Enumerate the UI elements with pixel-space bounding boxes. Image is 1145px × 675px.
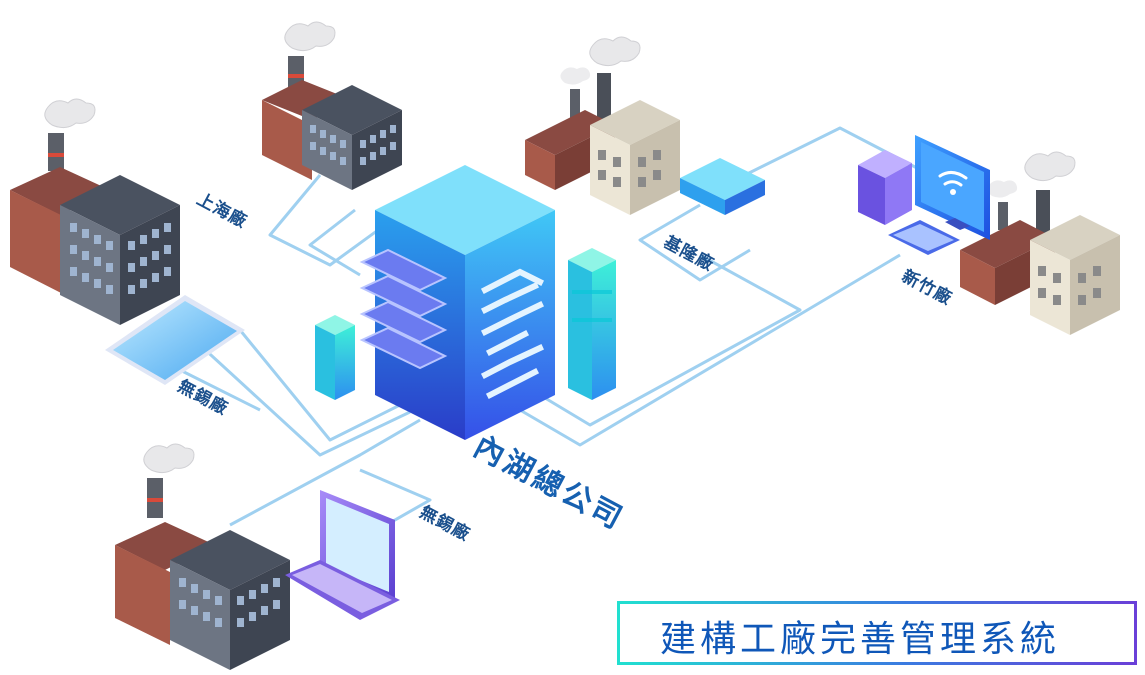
factory-wuxi-left-icon xyxy=(10,98,180,325)
laptop-icon xyxy=(285,490,400,620)
router-icon xyxy=(680,158,765,215)
page-title: 建構工廠完善管理系統 xyxy=(660,619,1061,660)
factory-keelung-icon xyxy=(525,36,680,215)
link-tablet xyxy=(179,368,261,412)
link-wuxi-bottom xyxy=(229,418,421,527)
link-shanghai xyxy=(268,174,386,267)
tablet-icon xyxy=(105,295,245,385)
link-hsinchu xyxy=(519,253,901,447)
link-keelung xyxy=(638,203,751,282)
factory-hsinchu-icon xyxy=(960,151,1120,335)
link-wuxi-left xyxy=(238,329,401,442)
pillar-left-icon xyxy=(315,315,355,400)
pillar-right-icon xyxy=(568,248,616,400)
server-tower-icon xyxy=(359,165,555,440)
title-box: 建構工廠完善管理系統 xyxy=(617,601,1137,665)
factory-shanghai-icon xyxy=(262,21,402,190)
link-wuxi-left-2 xyxy=(198,343,411,457)
desktop-pc-icon xyxy=(858,135,990,255)
factory-wuxi-bottom-icon xyxy=(115,443,290,670)
network-lines xyxy=(179,126,941,542)
link-shanghai-inner xyxy=(308,208,361,277)
link-hsinchu-inner xyxy=(539,253,802,427)
